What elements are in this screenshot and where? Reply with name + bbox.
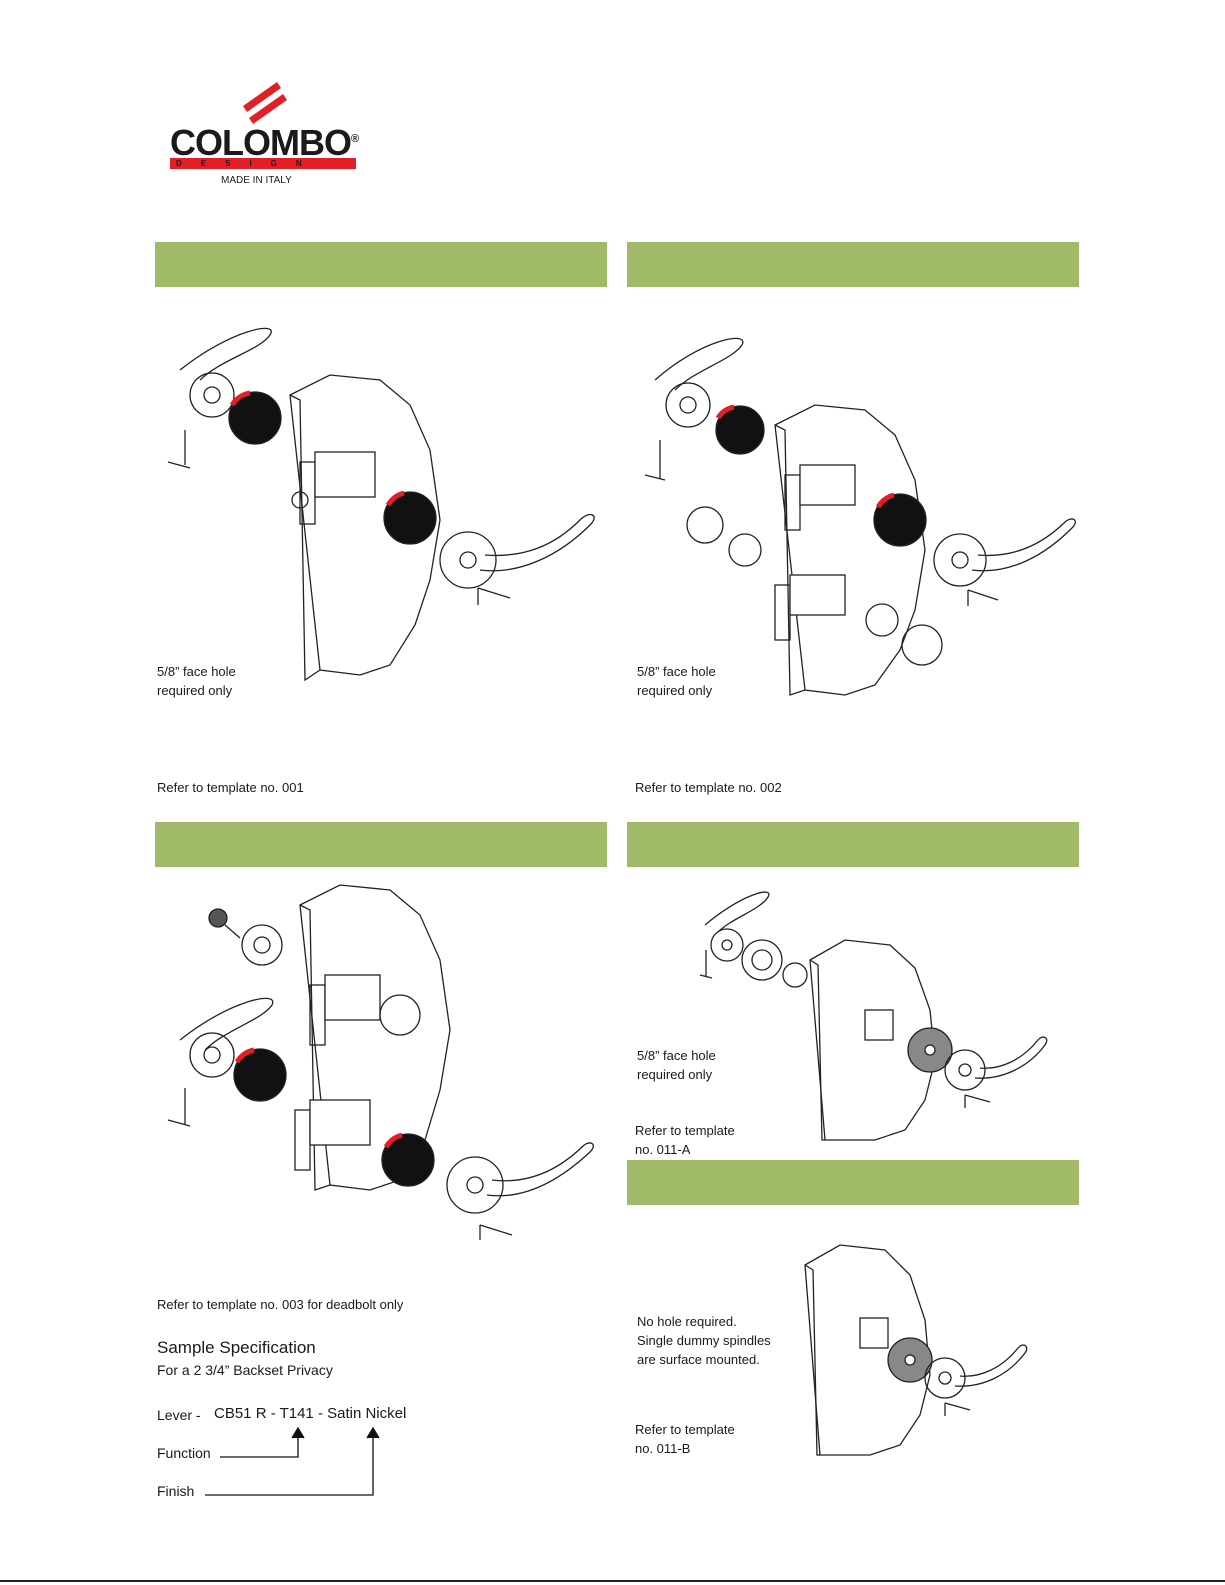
panel-5-note: No hole required. Single dummy spindles … (637, 1314, 771, 1367)
panel-1-illustration (167, 327, 595, 682)
bottom-rule (0, 1580, 1225, 1582)
section-band-1 (155, 242, 607, 287)
section-band-3 (155, 822, 607, 867)
panel-2-illustration (644, 337, 1076, 696)
brand-tagline: DESIGN (176, 159, 321, 168)
panel-2-note: 5/8” face hole required only (637, 664, 716, 698)
brand-wordmark: COLOMBO® (170, 122, 359, 163)
logo-swoosh-icon (243, 82, 287, 124)
panel-1-note: 5/8” face hole required only (157, 664, 236, 698)
brand-logo (165, 78, 365, 193)
spec-subtitle: For a 2 3/4” Backset Privacy (157, 1362, 333, 1378)
spec-lever-code: CB51 R - T141 - Satin Nickel (214, 1405, 407, 1422)
panel-4-note: 5/8” face hole required only (637, 1048, 716, 1082)
spec-arrows (205, 1426, 380, 1496)
panel-2-ref: Refer to template no. 002 (635, 780, 782, 795)
brand-tagline-bar: DESIGN (170, 158, 356, 169)
spec-function-label: Function (157, 1445, 211, 1461)
section-band-2 (627, 242, 1079, 287)
section-band-4 (627, 822, 1079, 867)
panel-1-ref: Refer to template no. 001 (157, 780, 304, 795)
panel-4-ref: Refer to template no. 011-A (635, 1123, 735, 1157)
panel-5-illustration (804, 1244, 1028, 1456)
panel-4-illustration (699, 891, 1048, 1141)
spec-title: Sample Specification (157, 1338, 316, 1357)
spec-finish-label: Finish (157, 1483, 195, 1499)
brand-origin: MADE IN ITALY (221, 175, 292, 186)
panel-3-illustration (167, 884, 594, 1240)
panel-5-ref: Refer to template no. 011-B (635, 1422, 735, 1456)
section-band-5 (627, 1160, 1079, 1205)
panel-3-ref: Refer to template no. 003 for deadbolt o… (157, 1297, 404, 1312)
spec-lever-label: Lever - (157, 1407, 201, 1423)
